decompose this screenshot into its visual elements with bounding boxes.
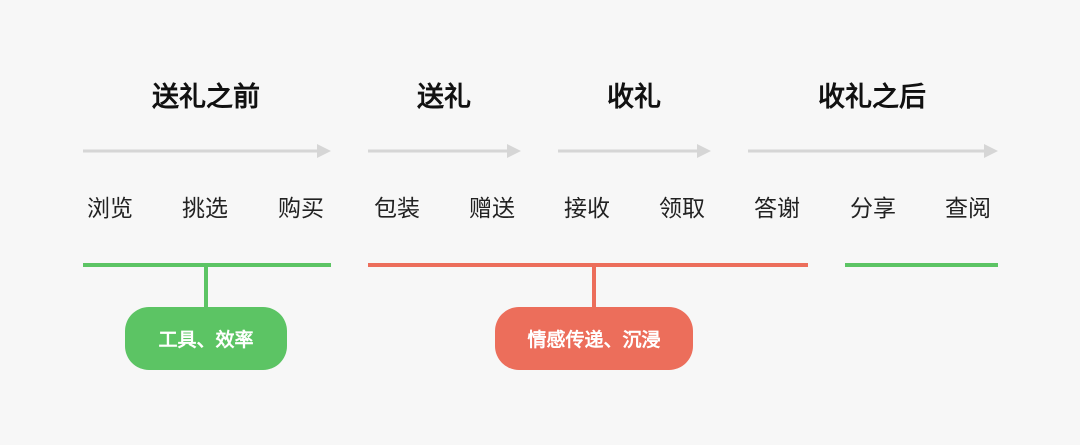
phase-arrow-giving [368, 144, 521, 158]
step-purchase: 购买 [278, 196, 324, 222]
group-bar-emotion [368, 263, 808, 267]
badge-emotion: 情感传递、沉浸 [495, 307, 693, 370]
step-thank: 答谢 [754, 196, 800, 222]
connector-emotion [592, 263, 596, 309]
phase-title-before-gift: 送礼之前 [152, 82, 260, 113]
step-select: 挑选 [182, 196, 228, 222]
phase-arrow-after-receiving [748, 144, 998, 158]
phase-arrow-receiving [558, 144, 711, 158]
step-browse: 浏览 [87, 196, 133, 222]
group-bar-after [845, 263, 998, 267]
phase-title-receiving: 收礼 [607, 82, 661, 113]
step-receive: 接收 [564, 196, 610, 222]
phase-arrow-before-gift [83, 144, 331, 158]
connector-efficiency [204, 263, 208, 309]
step-claim: 领取 [659, 196, 705, 222]
badge-efficiency: 工具、效率 [125, 307, 287, 370]
step-send: 赠送 [469, 196, 515, 222]
phase-title-giving: 送礼 [417, 82, 471, 113]
phase-title-after-receiving: 收礼之后 [818, 82, 926, 113]
step-review: 查阅 [945, 196, 991, 222]
step-share: 分享 [850, 196, 896, 222]
step-package: 包装 [374, 196, 420, 222]
